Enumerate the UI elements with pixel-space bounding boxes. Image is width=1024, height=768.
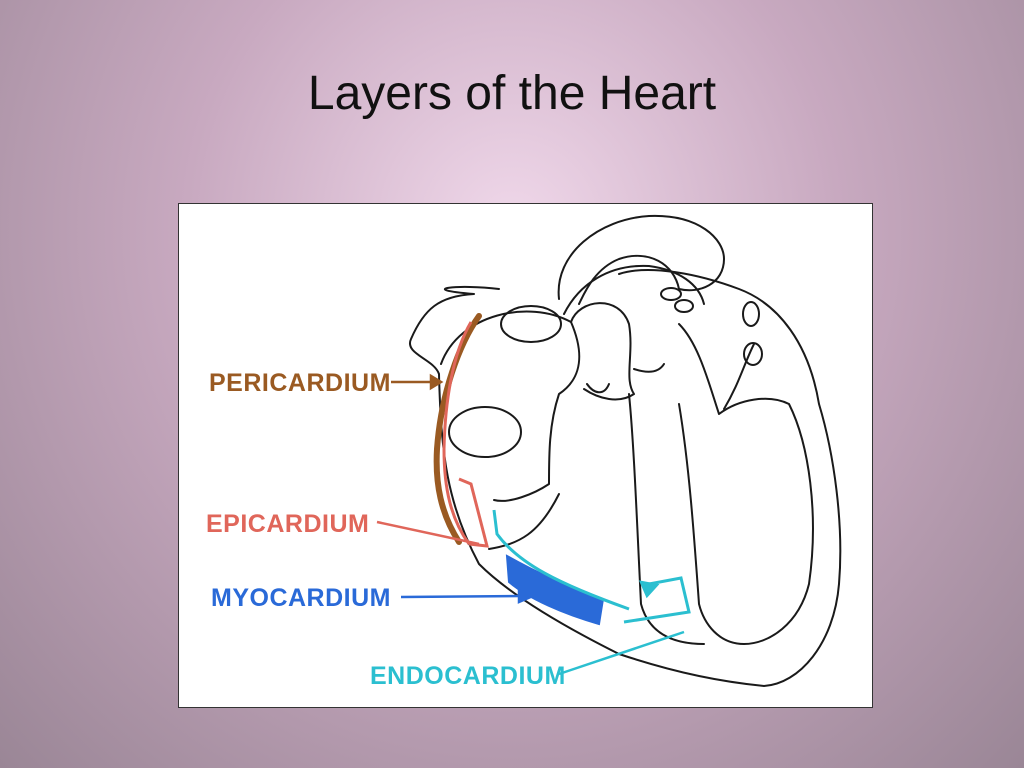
- vena-cava-opening-bottom: [448, 406, 522, 458]
- aortic-root: [570, 302, 635, 401]
- vessel-opening-3: [742, 301, 760, 327]
- myocardium-leader: [400, 594, 522, 599]
- endocardium-leader: [558, 630, 685, 676]
- slide-title: Layers of the Heart: [307, 67, 717, 120]
- interventricular-septum: [628, 393, 705, 645]
- endocardium-arrowhead: [638, 580, 660, 599]
- endocardium-bracket: [623, 576, 691, 624]
- pericardium-layer: [433, 313, 482, 545]
- heart-illustration: PERICARDIUM EPICARDIUM MYOCARDIUM ENDOCA…: [206, 214, 842, 690]
- pulmonary-outline: [563, 264, 705, 315]
- valve-leaflets: [586, 363, 665, 394]
- vessel-opening-1: [660, 287, 682, 301]
- vena-cava-opening-top: [500, 305, 562, 343]
- heart-diagram: PERICARDIUM EPICARDIUM MYOCARDIUM ENDOCA…: [178, 203, 873, 708]
- myocardium-label: MYOCARDIUM: [211, 584, 391, 612]
- epicardium-label: EPICARDIUM: [206, 510, 369, 538]
- myocardium-arrowhead: [517, 588, 537, 604]
- vessel-opening-4: [743, 342, 763, 366]
- vessel-opening-2: [674, 299, 694, 313]
- aorta-outline: [557, 214, 725, 305]
- right-atrium-wall: [440, 310, 581, 502]
- epicardium-leader: [376, 520, 480, 546]
- septal-curve: [488, 493, 560, 550]
- endocardium-layer: [492, 509, 630, 611]
- pericardium-arrowhead: [429, 373, 444, 391]
- epicardium-layer: [442, 321, 473, 545]
- heart-outline: [409, 269, 842, 687]
- endocardium-label: ENDOCARDIUM: [370, 662, 566, 690]
- mitral-region: [723, 343, 755, 410]
- left-ventricle-inner: [678, 323, 814, 645]
- pericardium-label: PERICARDIUM: [209, 369, 391, 397]
